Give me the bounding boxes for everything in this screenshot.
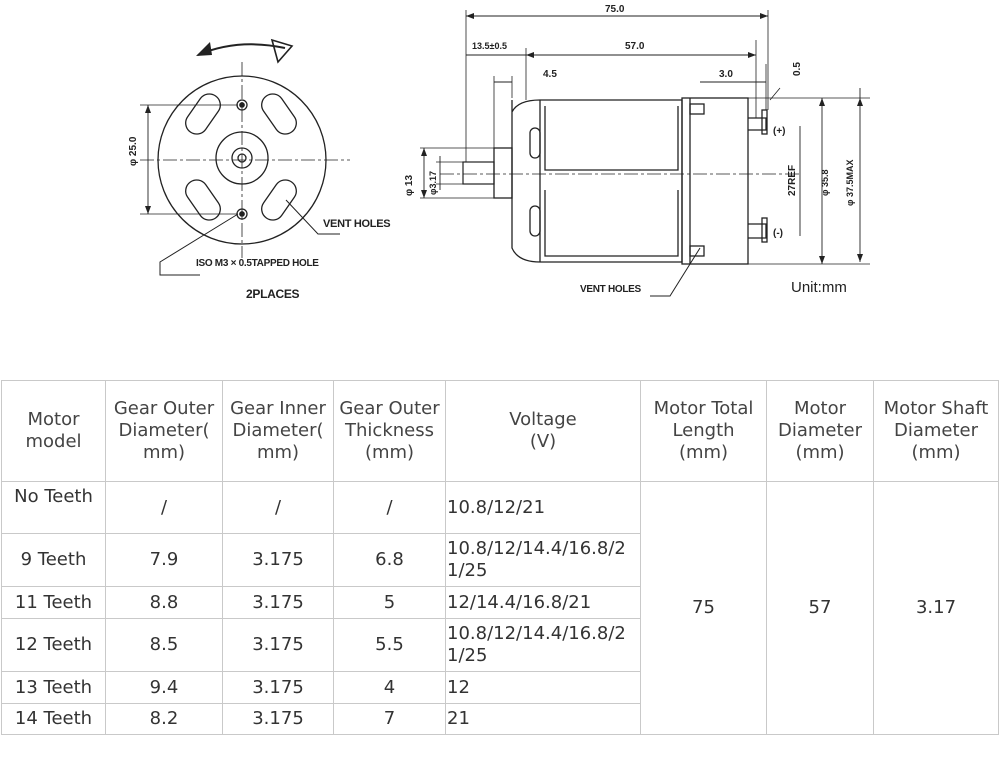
cell-model: 14 Teeth (1, 703, 106, 735)
header-total-length-unit: (mm) (678, 442, 729, 463)
dim-boss-diameter: φ 13 (404, 175, 415, 196)
header-shaft-diameter-unit: (mm) (911, 442, 961, 463)
dim-shaft-diameter: φ3.17 (428, 171, 438, 195)
header-motor-diameter: Motor Diameter (mm) (766, 380, 874, 482)
side-view (420, 10, 870, 297)
dim-terminal: 3.0 (719, 69, 733, 80)
cell-gear-outer-diameter: / (105, 481, 223, 534)
cell-model: 9 Teeth (1, 533, 106, 587)
cell-gear-inner-diameter: 3.175 (222, 618, 334, 672)
table-row: 12 Teeth 8.5 3.175 5.5 10.8/12/14.4/16.8… (1, 618, 999, 672)
table-row: 14 Teeth 8.2 3.175 7 21 (1, 703, 999, 735)
header-voltage: Voltage (V) (445, 380, 641, 482)
label-tapped-hole: ISO M3 × 0.5TAPPED HOLE (196, 258, 319, 269)
cell-gear-inner-diameter: 3.175 (222, 533, 334, 587)
cell-gear-thickness: 6.8 (333, 533, 446, 587)
header-motor-total-length: Motor Total Length (mm) (640, 380, 767, 482)
terminal-plus: (+) (773, 126, 786, 137)
cell-gear-outer-diameter: 8.2 (105, 703, 223, 735)
header-gear-outer-diameter: Gear Outer Diameter( mm) (105, 380, 223, 482)
cell-motor-total-length: 75 (640, 481, 767, 735)
header-gear-inner-diameter: Gear Inner Diameter( mm) (222, 380, 334, 482)
dim-terminal-thickness: 0.5 (792, 62, 803, 76)
label-front-vent-holes: VENT HOLES (323, 218, 390, 230)
table-row: No Teeth / / / 10.8/12/21 75 57 3.17 (1, 481, 999, 735)
cell-gear-thickness: 4 (333, 671, 446, 704)
cell-model: 11 Teeth (1, 586, 106, 619)
header-total-length-label: Motor Total Length (653, 398, 754, 441)
cell-voltage: 21 (445, 703, 641, 735)
dim-max-diameter: φ 37.5MAX (845, 160, 855, 206)
unit-label: Unit:mm (791, 279, 847, 296)
dim-ref: 27REF (787, 165, 798, 196)
table-row: 9 Teeth 7.9 3.175 6.8 10.8/12/14.4/16.8/… (1, 533, 999, 587)
dim-front-diameter: φ 25.0 (128, 136, 139, 166)
cell-model: No Teeth (1, 481, 106, 534)
cell-gear-inner-diameter: / (222, 481, 334, 534)
dim-shaft-protrusion: 13.5±0.5 (472, 41, 507, 51)
cell-gear-outer-diameter: 9.4 (105, 671, 223, 704)
cell-model: 13 Teeth (1, 671, 106, 704)
cell-gear-inner-diameter: 3.175 (222, 586, 334, 619)
label-side-vent-holes: VENT HOLES (580, 284, 642, 295)
cell-gear-thickness: 7 (333, 703, 446, 735)
cell-gear-outer-diameter: 8.8 (105, 586, 223, 619)
cell-voltage: 10.8/12/21 (445, 481, 641, 534)
cell-gear-outer-diameter: 8.5 (105, 618, 223, 672)
header-gear-outer-thickness: Gear Outer Thickness (mm) (333, 380, 446, 482)
cell-voltage: 12 (445, 671, 641, 704)
cell-gear-inner-diameter: 3.175 (222, 703, 334, 735)
cell-voltage: 10.8/12/14.4/16.8/21/25 (445, 618, 641, 672)
terminal-minus: (-) (773, 228, 783, 239)
header-shaft-diameter-label: Motor Shaft Diameter (883, 398, 989, 441)
header-motor-shaft-diameter: Motor Shaft Diameter (mm) (873, 380, 999, 482)
cell-model: 12 Teeth (1, 618, 106, 672)
dim-body-length: 57.0 (625, 41, 645, 52)
cell-gear-thickness: 5 (333, 586, 446, 619)
cell-motor-diameter: 57 (766, 481, 874, 735)
cell-voltage: 12/14.4/16.8/21 (445, 586, 641, 619)
cell-gear-thickness: / (333, 481, 446, 534)
header-motor-diameter-label: Motor Diameter (777, 398, 863, 441)
header-gear-thickness-unit: (mm) (364, 442, 415, 463)
cell-voltage: 10.8/12/14.4/16.8/21/25 (445, 533, 641, 587)
header-voltage-unit: (V) (529, 431, 557, 452)
cell-gear-thickness: 5.5 (333, 618, 446, 672)
cell-motor-shaft-diameter: 3.17 (873, 481, 999, 735)
header-voltage-label: Voltage (509, 409, 577, 430)
motor-technical-drawing: φ 25.0 VENT HOLES ISO M3 × 0.5TAPPED HOL… (128, 4, 870, 301)
header-gear-thickness-label: Gear Outer Thickness (339, 398, 440, 441)
front-view (140, 38, 350, 276)
table-row: 11 Teeth 8.8 3.175 5 12/14.4/16.8/21 (1, 586, 999, 619)
header-motor-model: Motor model (1, 380, 106, 482)
table-header-row: Motor model Gear Outer Diameter( mm) Gea… (1, 380, 999, 482)
cell-gear-outer-diameter: 7.9 (105, 533, 223, 587)
label-two-places: 2PLACES (246, 287, 300, 301)
header-motor-diameter-unit: (mm) (795, 442, 845, 463)
dim-boss-length: 4.5 (543, 69, 557, 80)
motor-spec-table: Motor model Gear Outer Diameter( mm) Gea… (1, 380, 999, 735)
cell-gear-inner-diameter: 3.175 (222, 671, 334, 704)
table-row: 13 Teeth 9.4 3.175 4 12 (1, 671, 999, 704)
dim-total-length: 75.0 (605, 4, 625, 15)
dim-body-diameter: φ 35.8 (820, 170, 830, 196)
